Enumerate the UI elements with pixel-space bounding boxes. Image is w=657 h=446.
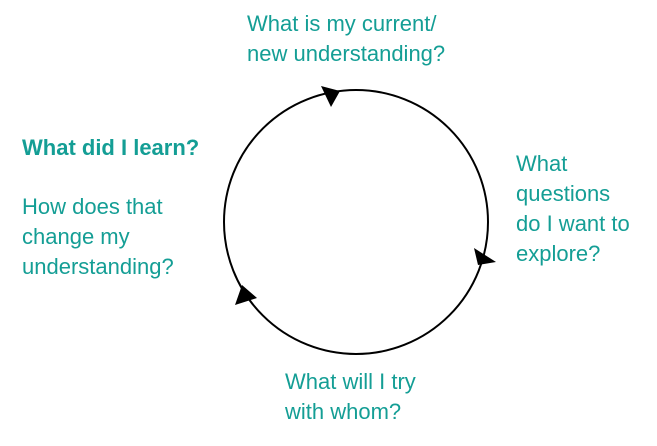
label-line: new understanding? [247, 41, 446, 66]
label-what-did-i-learn: What did I learn? [22, 133, 199, 163]
arrow-right-icon [474, 248, 496, 265]
label-line: change my [22, 224, 130, 249]
label-line: What [516, 151, 568, 176]
label-line: understanding? [22, 254, 174, 279]
label-line: What will I try [285, 369, 416, 394]
label-questions-to-explore: What questions do I want to explore? [516, 149, 630, 269]
label-line: What is my current/ [247, 11, 437, 36]
label-line: explore? [516, 241, 601, 266]
label-line: do I want to [516, 211, 630, 236]
label-line: with whom? [285, 399, 402, 424]
label-line: How does that [22, 194, 163, 219]
label-line: questions [516, 181, 611, 206]
cycle-circle [223, 89, 489, 355]
arrow-bottom-left-icon [235, 285, 257, 305]
label-change-understanding: How does that change my understanding? [22, 192, 174, 282]
arrow-top-icon [321, 86, 340, 107]
label-line: What did I learn? [22, 135, 200, 160]
label-current-understanding: What is my current/ new understanding? [247, 9, 445, 69]
label-what-to-try: What will I try with whom? [285, 367, 416, 427]
